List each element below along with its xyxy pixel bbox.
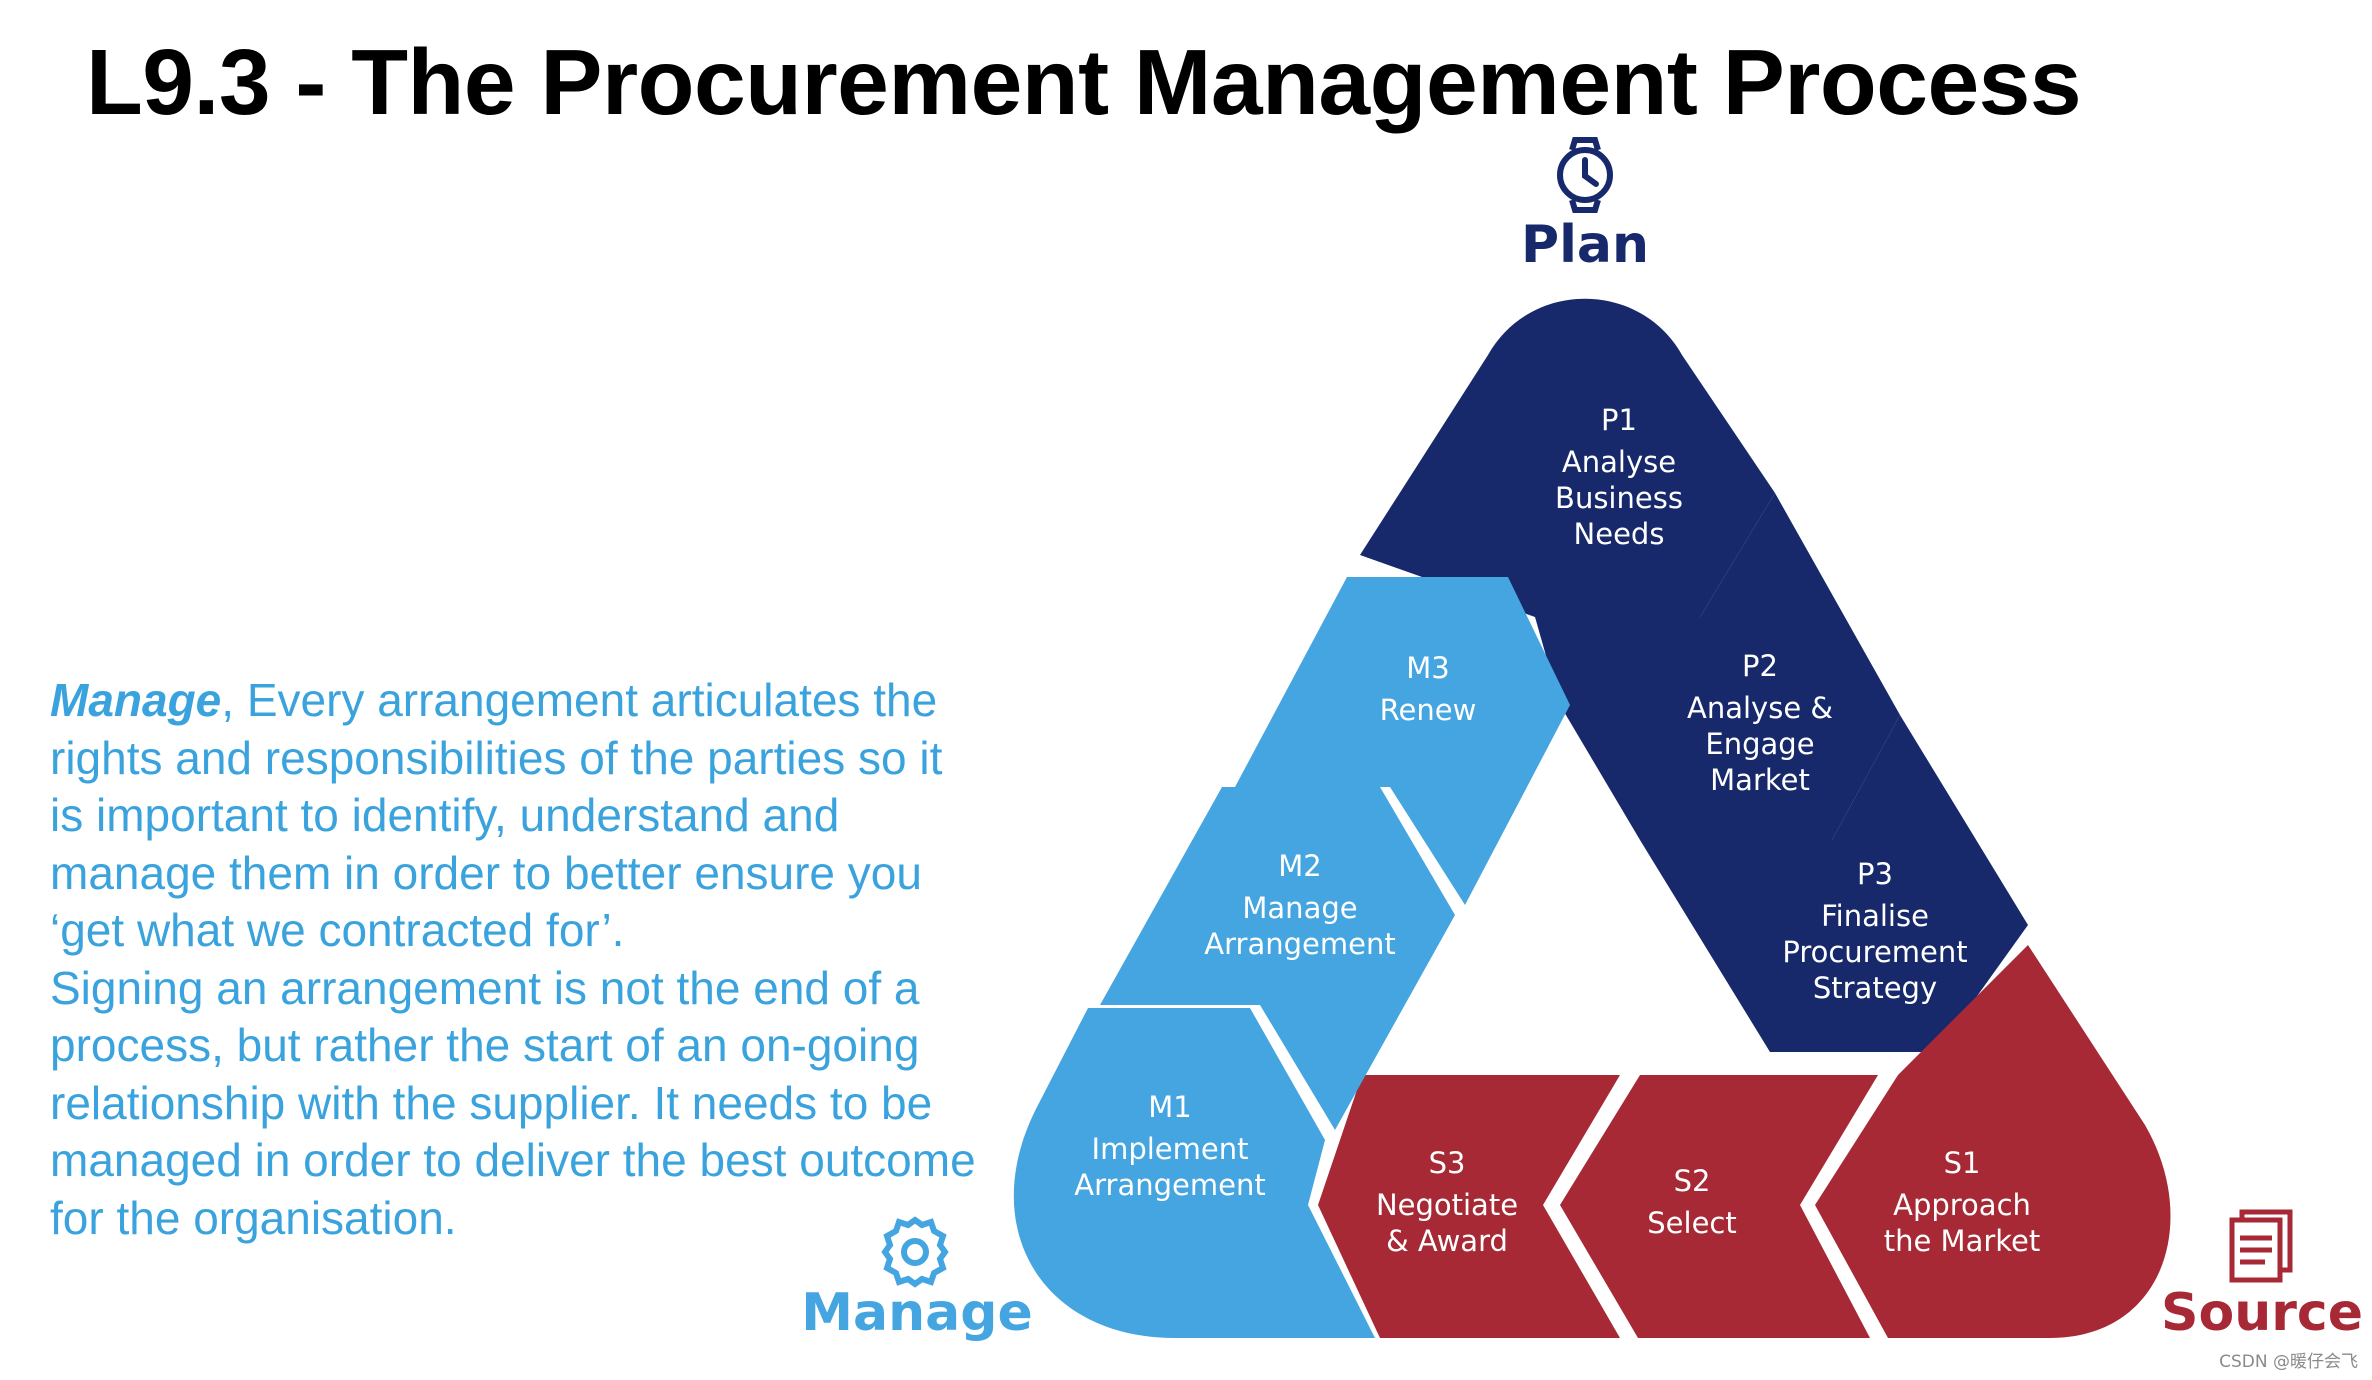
segment-line: Finalise: [1821, 899, 1929, 933]
source-label: Source: [2161, 1283, 2363, 1343]
segment-s3[interactable]: [1318, 1075, 1620, 1338]
segment-line: Approach: [1893, 1188, 2031, 1222]
segment-line: Needs: [1574, 517, 1665, 551]
manage-description: Manage, Every arrangement articulates th…: [50, 672, 980, 1247]
description-sentence-2: Signing an arrangement is not the end of…: [50, 961, 976, 1244]
segment-line: Strategy: [1813, 971, 1937, 1005]
segment-line: Renew: [1380, 693, 1477, 727]
segment-code: S2: [1674, 1164, 1711, 1198]
segment-m2[interactable]: [1100, 787, 1455, 1130]
segment-line: Arrangement: [1074, 1168, 1265, 1202]
watermark: CSDN @暖仔会飞: [2219, 1352, 2358, 1372]
segment-code: P2: [1742, 649, 1778, 683]
segment-code: M2: [1278, 849, 1321, 883]
segment-line: Analyse: [1562, 445, 1676, 479]
manage-label: Manage: [801, 1283, 1032, 1343]
manage-phase: [1013, 577, 1570, 1338]
segment-line: Engage: [1705, 727, 1814, 761]
document-icon: [2229, 1209, 2293, 1283]
segment-line: Manage: [1242, 891, 1357, 925]
segment-code: S3: [1429, 1146, 1466, 1180]
segment-s2[interactable]: [1560, 1075, 1878, 1338]
segment-line: Business: [1555, 481, 1683, 515]
segment-p1[interactable]: [1360, 298, 1775, 617]
slide-title: L9.3 - The Procurement Management Proces…: [86, 30, 2082, 134]
segment-line: Negotiate: [1376, 1188, 1518, 1222]
segment-line: Select: [1647, 1206, 1736, 1240]
segment-line: & Award: [1386, 1224, 1508, 1258]
segment-line: Procurement: [1782, 935, 1967, 969]
segment-line: the Market: [1884, 1224, 2041, 1258]
segment-p2[interactable]: [1535, 493, 1900, 840]
segment-line: Implement: [1092, 1132, 1249, 1166]
segment-line: Arrangement: [1204, 927, 1395, 961]
segment-code: S1: [1944, 1146, 1981, 1180]
segment-p3[interactable]: [1640, 715, 2028, 1052]
segment-line: Analyse &: [1687, 691, 1833, 725]
segment-s1[interactable]: [1815, 945, 2171, 1338]
segment-code: P3: [1857, 857, 1893, 891]
segment-code: M1: [1148, 1090, 1191, 1124]
segment-m3[interactable]: [1235, 577, 1570, 905]
segment-code: P1: [1601, 403, 1637, 437]
source-phase: [1318, 945, 2171, 1338]
gear-icon: [881, 1216, 949, 1288]
segment-code: M3: [1406, 651, 1449, 685]
plan-label: Plan: [1521, 215, 1649, 275]
segment-m1[interactable]: [1013, 1008, 1375, 1338]
segment-line: Market: [1710, 763, 1810, 797]
description-lead: Manage: [50, 674, 222, 726]
stopwatch-icon: [1557, 137, 1613, 213]
description-sentence-1: , Every arrangement articulates the righ…: [50, 674, 943, 956]
plan-phase: [1360, 298, 2028, 1052]
